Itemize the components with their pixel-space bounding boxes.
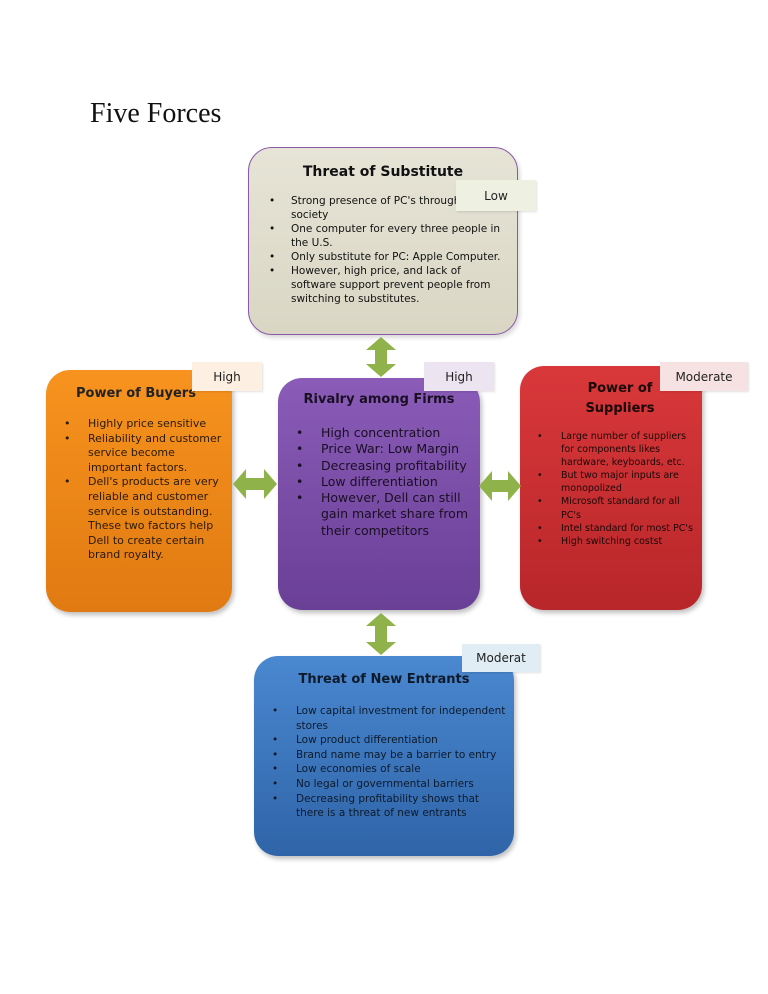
buyers-rating-tag: High [192, 362, 262, 391]
rivalry-among-firms-box: Rivalry among Firms High concentration P… [278, 378, 480, 610]
list-item: Only substitute for PC: Apple Computer. [269, 250, 501, 264]
list-item: Reliability and customer service become … [64, 432, 224, 476]
list-item: Low economies of scale [272, 762, 508, 777]
list-item: No legal or governmental barriers [272, 777, 508, 792]
page-title: Five Forces [90, 98, 222, 129]
power-of-buyers-box: Power of Buyers Highly price sensitive R… [46, 370, 232, 612]
horizontal-double-arrow-icon [479, 471, 521, 501]
power-of-suppliers-list: Large number of suppliers for components… [537, 430, 697, 548]
list-item: High switching costst [537, 535, 697, 548]
list-item: Price War: Low Margin [296, 441, 472, 458]
power-of-suppliers-heading: Power of Suppliers [520, 379, 702, 419]
list-item: Low differentiation [296, 474, 472, 491]
threat-of-substitute-list: Strong presence of PC's throughout socie… [269, 194, 501, 306]
rivalry-rating-tag: High [424, 362, 494, 391]
list-item: However, Dell can still gain market shar… [296, 490, 472, 539]
threat-of-substitute-box: Threat of Substitute Strong presence of … [248, 147, 518, 335]
rivalry-among-firms-list: High concentration Price War: Low Margin… [296, 425, 472, 539]
threat-of-new-entrants-box: Threat of New Entrants Low capital inves… [254, 656, 514, 856]
list-item: Brand name may be a barrier to entry [272, 748, 508, 763]
list-item: Low product differentiation [272, 733, 508, 748]
list-item: High concentration [296, 425, 472, 442]
suppliers-rating-tag: Moderate [660, 362, 748, 391]
list-item: Low capital investment for independent s… [272, 704, 508, 733]
list-item: One computer for every three people in t… [269, 222, 501, 250]
threat-of-new-entrants-list: Low capital investment for independent s… [272, 704, 508, 821]
list-item: Microsoft standard for all PC's [537, 495, 697, 521]
threat-of-new-entrants-heading: Threat of New Entrants [298, 672, 470, 687]
list-item: Decreasing profitability shows that ther… [272, 792, 508, 821]
list-item: But two major inputs are monopolized [537, 469, 697, 495]
list-item: Intel standard for most PC's [537, 522, 697, 535]
vertical-double-arrow-icon [366, 613, 396, 655]
power-of-suppliers-box: Power of Suppliers Large number of suppl… [520, 366, 702, 610]
horizontal-double-arrow-icon [233, 469, 277, 499]
list-item: Strong presence of PC's throughout socie… [269, 194, 501, 222]
vertical-double-arrow-icon [366, 337, 396, 377]
list-item: However, high price, and lack of softwar… [269, 264, 501, 306]
list-item: Dell's products are very reliable and cu… [64, 475, 224, 563]
power-of-buyers-heading: Power of Buyers [76, 386, 196, 401]
entrants-rating-tag: Moderat [462, 644, 540, 672]
threat-of-substitute-heading: Threat of Substitute [302, 164, 464, 180]
list-item: Decreasing profitability [296, 458, 472, 475]
list-item: Highly price sensitive [64, 417, 224, 432]
substitute-rating-tag: Low [456, 180, 536, 211]
power-of-suppliers-heading-text: Power of Suppliers [585, 381, 655, 416]
list-item: Large number of suppliers for components… [537, 430, 697, 469]
power-of-buyers-list: Highly price sensitive Reliability and c… [64, 417, 224, 563]
rivalry-among-firms-heading: Rivalry among Firms [303, 392, 455, 407]
